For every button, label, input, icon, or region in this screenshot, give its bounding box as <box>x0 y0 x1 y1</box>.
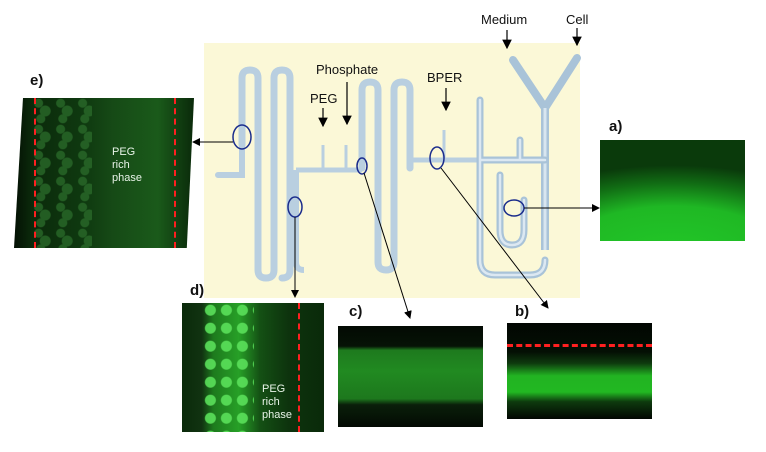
left-outlet-channel <box>215 142 245 178</box>
center-serpentine-channel <box>358 78 414 274</box>
pointer-b <box>440 167 549 309</box>
phase-label-e: PEG rich phase <box>112 146 142 184</box>
droplet-texture-e <box>32 98 92 248</box>
label-medium: Medium <box>481 12 528 27</box>
label-cell: Cell <box>566 12 589 27</box>
medium-inlet-arm <box>509 56 549 112</box>
marker-c <box>356 157 368 175</box>
micrograph-e: PEG rich phase <box>14 98 194 248</box>
panel-label-c: c) <box>349 303 363 320</box>
micrograph-d: PEG rich phase <box>182 303 324 432</box>
label-bper: BPER <box>427 70 463 85</box>
panel-label-a: a) <box>609 118 623 135</box>
micrograph-c <box>338 326 483 427</box>
panel-label-e: e) <box>30 72 44 89</box>
pointer-c <box>363 172 412 319</box>
right-channel-highlight <box>478 98 547 277</box>
boundary-b <box>507 344 652 347</box>
droplet-texture-d <box>204 303 254 432</box>
micrograph-b <box>507 323 652 419</box>
marker-e <box>232 124 252 150</box>
cell-inlet-arm <box>541 54 581 112</box>
panel-label-b: b) <box>515 303 530 320</box>
left-serpentine-channel <box>238 66 294 282</box>
boundary-d <box>298 303 300 432</box>
boundary-right-e <box>174 98 176 248</box>
phase-label-d: PEG rich phase <box>262 383 292 421</box>
middle-serpentine-channel <box>293 170 305 273</box>
panel-label-d: d) <box>190 282 205 299</box>
micrograph-a <box>600 140 745 241</box>
marker-b <box>429 146 445 170</box>
label-peg: PEG <box>310 91 338 106</box>
boundary-left-e <box>34 98 36 248</box>
label-phosphate: Phosphate <box>316 62 379 77</box>
right-channel-network <box>476 96 549 279</box>
